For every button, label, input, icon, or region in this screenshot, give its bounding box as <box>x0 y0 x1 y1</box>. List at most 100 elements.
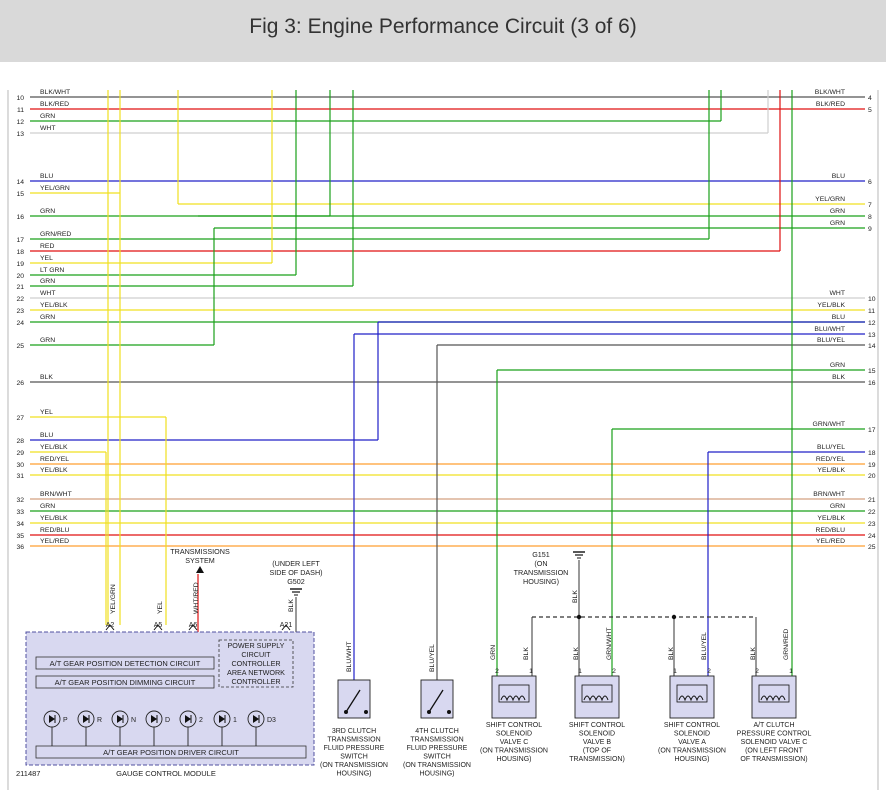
module-pin-connector <box>281 624 291 631</box>
module-wire-a21: BLK <box>288 599 295 612</box>
third-clutch-switch-label-line-1: 3RD CLUTCH <box>332 728 376 735</box>
left-pin-number: 19 <box>16 261 24 268</box>
third-clutch-switch-label-line-5: (ON TRANSMISSION <box>320 762 388 769</box>
power-supply-line-4: AREA NETWORK <box>227 668 285 677</box>
transmission-system-line-2: SYSTEM <box>185 556 215 565</box>
led-label-n: N <box>131 717 136 724</box>
led-label-p: P <box>63 717 68 724</box>
left-wire-label: BLU <box>40 432 53 439</box>
switch-contact <box>364 710 368 714</box>
left-wire-label: YEL/BLK <box>40 467 68 474</box>
left-wire-label: BLK/RED <box>40 101 69 108</box>
fourth-clutch-switch-label-line-3: FLUID PRESSURE <box>407 745 468 752</box>
right-pin-number: 21 <box>868 497 876 504</box>
right-pin-number: 9 <box>868 226 872 233</box>
valve-a-wire-right: BLU/YEL <box>701 632 708 660</box>
right-wire-label: BLU/WHT <box>814 326 845 333</box>
fourth-clutch-switch-label-line-4: SWITCH <box>423 754 451 761</box>
g151-line-4: HOUSING) <box>523 577 559 586</box>
left-wire-label: BLK/WHT <box>40 89 70 96</box>
right-wire-label: RED/YEL <box>816 456 845 463</box>
left-wire-label: RED/BLU <box>40 527 70 534</box>
fourth-clutch-switch-switch-icon <box>428 689 444 713</box>
left-wire-label: YEL/BLK <box>40 302 68 309</box>
valve-b-coil-icon <box>583 695 609 702</box>
left-pin-number: 33 <box>16 509 24 516</box>
module-name: GAUGE CONTROL MODULE <box>116 769 216 778</box>
right-pin-number: 13 <box>868 332 876 339</box>
valve-b-label-line-2: SOLENOID <box>579 731 615 738</box>
right-wire-label: BLK <box>832 374 845 381</box>
module-pin-connector <box>105 624 115 631</box>
right-pin-number: 22 <box>868 509 876 516</box>
clutch-pressure-valve-label-line-4: (ON LEFT FRONT <box>745 748 804 755</box>
led-label-d: D <box>165 717 170 724</box>
right-pin-number: 4 <box>868 95 872 102</box>
fourth-clutch-switch-wire-label: BLU/YEL <box>429 644 436 672</box>
left-pin-number: 21 <box>16 284 24 291</box>
third-clutch-switch-wire-label: BLU/WHT <box>346 641 353 672</box>
left-pin-number: 18 <box>16 249 24 256</box>
clutch-pressure-valve-label-line-2: PRESSURE CONTROL <box>737 731 812 738</box>
left-wire-label: GRN/RED <box>40 231 71 238</box>
valve-c-coil-icon <box>500 695 526 702</box>
clutch-pressure-valve-pin-right: 1 <box>789 668 793 675</box>
right-pin-number: 24 <box>868 533 876 540</box>
valve-a-pin-right: 2 <box>707 668 711 675</box>
detection-circuit-box <box>35 656 215 670</box>
clutch-pressure-valve-wire-left: BLK <box>750 647 757 660</box>
transmission-system-line-1: TRANSMISSIONS <box>170 547 230 556</box>
valve-b-label-line-3: VALVE B <box>583 739 611 746</box>
transmission-arrow-icon <box>196 566 204 573</box>
led-label-1: 1 <box>233 717 237 724</box>
left-pin-number: 35 <box>16 533 24 540</box>
right-wire-label: YEL/RED <box>816 538 845 545</box>
left-pin-number: 14 <box>16 179 24 186</box>
right-pin-number: 6 <box>868 179 872 186</box>
g502-line-2: SIDE OF DASH) <box>269 568 322 577</box>
left-wire-label: WHT <box>40 290 55 297</box>
diode-icon <box>49 715 55 723</box>
valve-a-label-line-3: VALVE A <box>678 739 706 746</box>
left-pin-number: 24 <box>16 320 24 327</box>
right-pin-number: 20 <box>868 473 876 480</box>
left-wire-label: GRN <box>40 503 55 510</box>
valve-c-label-line-2: SOLENOID <box>496 731 532 738</box>
fourth-clutch-switch-label-line-6: HOUSING) <box>420 771 455 778</box>
diode-icon <box>151 715 157 723</box>
valve-a-wire-left: BLK <box>668 647 675 660</box>
valve-c-pin-left: 2 <box>495 668 499 675</box>
left-pin-number: 29 <box>16 450 24 457</box>
led-label-d3: D3 <box>267 717 276 724</box>
left-wire-label: LT GRN <box>40 267 64 274</box>
valve-b-label-line-5: TRANSMISSION) <box>569 756 625 763</box>
valve-c-pin-right: 1 <box>529 668 533 675</box>
left-wire-label: GRN <box>40 113 55 120</box>
clutch-pressure-valve-label-line-5: OF TRANSMISSION) <box>740 756 807 763</box>
left-wire-label: YEL <box>40 255 53 262</box>
gauge-control-module: A/T GEAR POSITION DETECTION CIRCUIT A/T … <box>16 631 315 778</box>
clutch-pressure-valve-pin-left: 2 <box>755 668 759 675</box>
figure-title: Fig 3: Engine Performance Circuit (3 of … <box>249 15 637 38</box>
coil-frame <box>498 684 530 703</box>
left-wire-label: GRN <box>40 314 55 321</box>
dimming-circuit-label: A/T GEAR POSITION DIMMING CIRCUIT <box>55 678 196 687</box>
valve-b-pin-left: 1 <box>578 668 582 675</box>
right-wire-label: GRN/WHT <box>813 421 845 428</box>
left-pin-number: 34 <box>16 521 24 528</box>
left-pin-number: 30 <box>16 462 24 469</box>
left-pin-number: 25 <box>16 343 24 350</box>
fourth-clutch-switch-label-line-2: TRANSMISSION <box>410 737 463 744</box>
driver-circuit-label: A/T GEAR POSITION DRIVER CIRCUIT <box>103 748 239 757</box>
third-clutch-switch-label-line-3: FLUID PRESSURE <box>324 745 385 752</box>
left-wire-label: RED <box>40 243 54 250</box>
valve-c-label-line-3: VALVE C <box>500 739 529 746</box>
diode-icon <box>117 715 123 723</box>
power-supply-line-2: CIRCUIT <box>241 650 271 659</box>
wiring-diagram: 10BLK/WHT11BLK/RED12GRN13WHT14BLU15YEL/G… <box>7 89 879 790</box>
right-wire-label: WHT <box>830 290 845 297</box>
left-pin-number: 23 <box>16 308 24 315</box>
figure-header: Fig 3: Engine Performance Circuit (3 of … <box>0 0 886 62</box>
valve-a-label-line-1: SHIFT CONTROL <box>664 722 720 729</box>
left-pin-number: 22 <box>16 296 24 303</box>
